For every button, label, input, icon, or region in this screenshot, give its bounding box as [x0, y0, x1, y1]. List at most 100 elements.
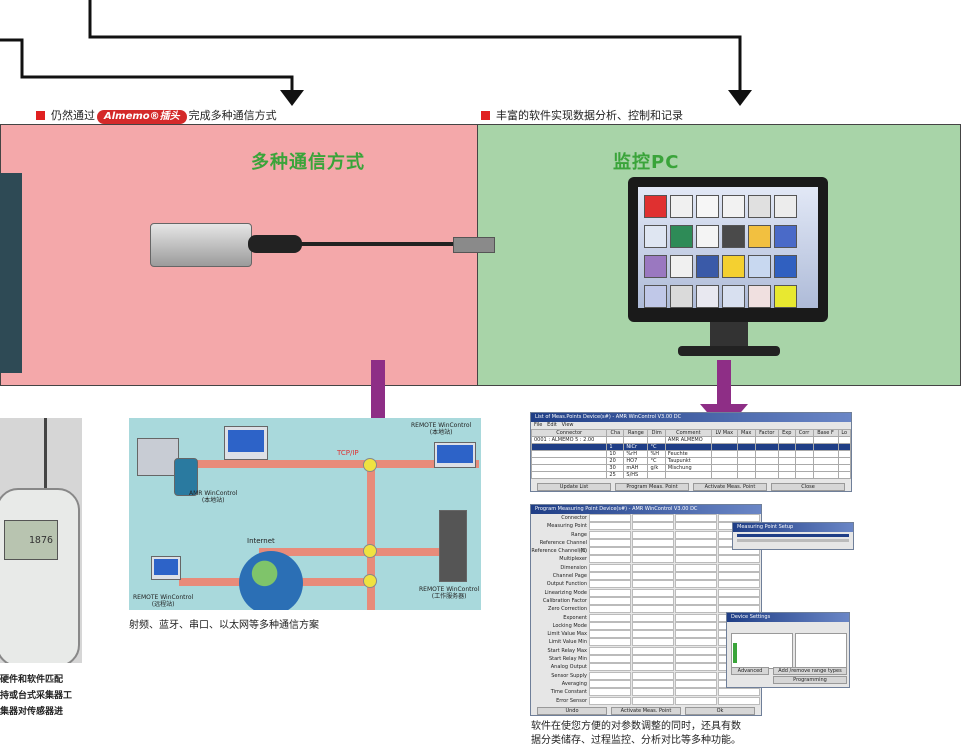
- form-field-input[interactable]: [632, 655, 674, 664]
- table-row[interactable]: 10 %rH %H Feuchte: [531, 450, 851, 458]
- add-remove-range-button[interactable]: Add /remove range types: [773, 667, 847, 675]
- form-field-input[interactable]: [632, 621, 674, 630]
- form-field-input[interactable]: [675, 547, 717, 556]
- table-row[interactable]: 30 mAH g/k Mischung: [531, 464, 851, 472]
- form-field-input[interactable]: [675, 563, 717, 572]
- form-field-input[interactable]: [589, 538, 631, 547]
- program-meas-point-button[interactable]: Program Meas. Point: [615, 483, 689, 491]
- form-field-input[interactable]: [632, 630, 674, 639]
- form-field-input[interactable]: [675, 596, 717, 605]
- form-field-input[interactable]: [589, 530, 631, 539]
- form-field-input[interactable]: [589, 514, 631, 522]
- form-field-input[interactable]: [589, 663, 631, 672]
- form-field-input[interactable]: [589, 688, 631, 697]
- form-field-input[interactable]: [589, 605, 631, 614]
- form-field-input[interactable]: [589, 679, 631, 688]
- advanced-button[interactable]: Advanced: [731, 667, 769, 675]
- form-field-input[interactable]: [632, 671, 674, 680]
- form-field-input[interactable]: [675, 630, 717, 639]
- form-field-input[interactable]: [589, 563, 631, 572]
- settings-list[interactable]: [731, 633, 793, 669]
- form-field-input[interactable]: [718, 514, 760, 522]
- form-field-input[interactable]: [675, 514, 717, 522]
- form-field-input[interactable]: [632, 522, 674, 531]
- form-field-input[interactable]: [632, 572, 674, 581]
- menu-edit[interactable]: Edit: [547, 422, 557, 428]
- table-row[interactable]: 0001 : ALMEMO 5 : 2.00 AMR ALMEMO: [531, 436, 851, 444]
- form-field-input[interactable]: [589, 572, 631, 581]
- form-field-input[interactable]: [632, 605, 674, 614]
- form-field-input[interactable]: [632, 538, 674, 547]
- form-field-input[interactable]: [718, 696, 760, 705]
- update-list-button[interactable]: Update List: [537, 483, 611, 491]
- form-field-input[interactable]: [589, 638, 631, 647]
- form-field-input[interactable]: [675, 671, 717, 680]
- form-field-input[interactable]: [632, 613, 674, 622]
- menu-view[interactable]: View: [561, 422, 574, 428]
- form-field-input[interactable]: [675, 638, 717, 647]
- form-field-input[interactable]: [632, 696, 674, 705]
- form-field-input[interactable]: [675, 588, 717, 597]
- form-field-input[interactable]: [589, 613, 631, 622]
- form-field-input[interactable]: [675, 688, 717, 697]
- form-field-input[interactable]: [632, 530, 674, 539]
- form-field-input[interactable]: [632, 547, 674, 556]
- settings-values[interactable]: [795, 633, 847, 669]
- form-field-input[interactable]: [589, 646, 631, 655]
- form-field-input[interactable]: [675, 605, 717, 614]
- form-field-input[interactable]: [589, 630, 631, 639]
- form-field-input[interactable]: [675, 530, 717, 539]
- form-field-input[interactable]: [675, 613, 717, 622]
- form-field-input[interactable]: [632, 580, 674, 589]
- form-field-input[interactable]: [589, 655, 631, 664]
- form-field-input[interactable]: [632, 663, 674, 672]
- form-field-input[interactable]: [718, 572, 760, 581]
- form-field-input[interactable]: [632, 688, 674, 697]
- form-field-input[interactable]: [589, 621, 631, 630]
- popup-selected-item[interactable]: [737, 534, 849, 537]
- form-field-input[interactable]: [675, 679, 717, 688]
- form-field-input[interactable]: [632, 563, 674, 572]
- table-row[interactable]: 20 HO7 °C Taupunkt: [531, 457, 851, 465]
- form-field-input[interactable]: [589, 580, 631, 589]
- form-field-input[interactable]: [589, 671, 631, 680]
- form-field-input[interactable]: [675, 655, 717, 664]
- form-field-input[interactable]: [589, 596, 631, 605]
- form-field-input[interactable]: [675, 572, 717, 581]
- form-field-input[interactable]: [675, 696, 717, 705]
- form-field-input[interactable]: [589, 547, 631, 556]
- table-row[interactable]: 25 S/HS: [531, 471, 851, 479]
- form-field-input[interactable]: [589, 696, 631, 705]
- form-field-input[interactable]: [675, 621, 717, 630]
- form-field-input[interactable]: [632, 514, 674, 522]
- form-field-input[interactable]: [675, 555, 717, 564]
- activate-meas-point-button[interactable]: Activate Meas. Point: [693, 483, 767, 491]
- form-field-input[interactable]: [675, 663, 717, 672]
- form-field-input[interactable]: [589, 522, 631, 531]
- form-field-input[interactable]: [718, 588, 760, 597]
- form-field-input[interactable]: [632, 646, 674, 655]
- form-field-input[interactable]: [589, 555, 631, 564]
- ok-button[interactable]: Ok: [685, 707, 755, 715]
- form-field-input[interactable]: [589, 588, 631, 597]
- form-field-input[interactable]: [632, 638, 674, 647]
- form-field-input[interactable]: [718, 596, 760, 605]
- form-field-input[interactable]: [718, 580, 760, 589]
- popup-item[interactable]: [737, 539, 849, 542]
- form-field-input[interactable]: [675, 646, 717, 655]
- undo-button[interactable]: Undo: [537, 707, 607, 715]
- close-button[interactable]: Close: [771, 483, 845, 491]
- form-field-input[interactable]: [675, 580, 717, 589]
- table-row[interactable]: 1 NiCr °C: [531, 443, 851, 451]
- form-field-input[interactable]: [718, 688, 760, 697]
- form-field-input[interactable]: [675, 538, 717, 547]
- form-field-input[interactable]: [632, 679, 674, 688]
- form-field-input[interactable]: [675, 522, 717, 531]
- form-field-input[interactable]: [632, 596, 674, 605]
- menu-file[interactable]: File: [534, 422, 543, 428]
- form-field-input[interactable]: [718, 563, 760, 572]
- form-field-input[interactable]: [632, 555, 674, 564]
- form-field-input[interactable]: [718, 555, 760, 564]
- activate-meas-point-button[interactable]: Activate Meas. Point: [611, 707, 681, 715]
- form-field-input[interactable]: [632, 588, 674, 597]
